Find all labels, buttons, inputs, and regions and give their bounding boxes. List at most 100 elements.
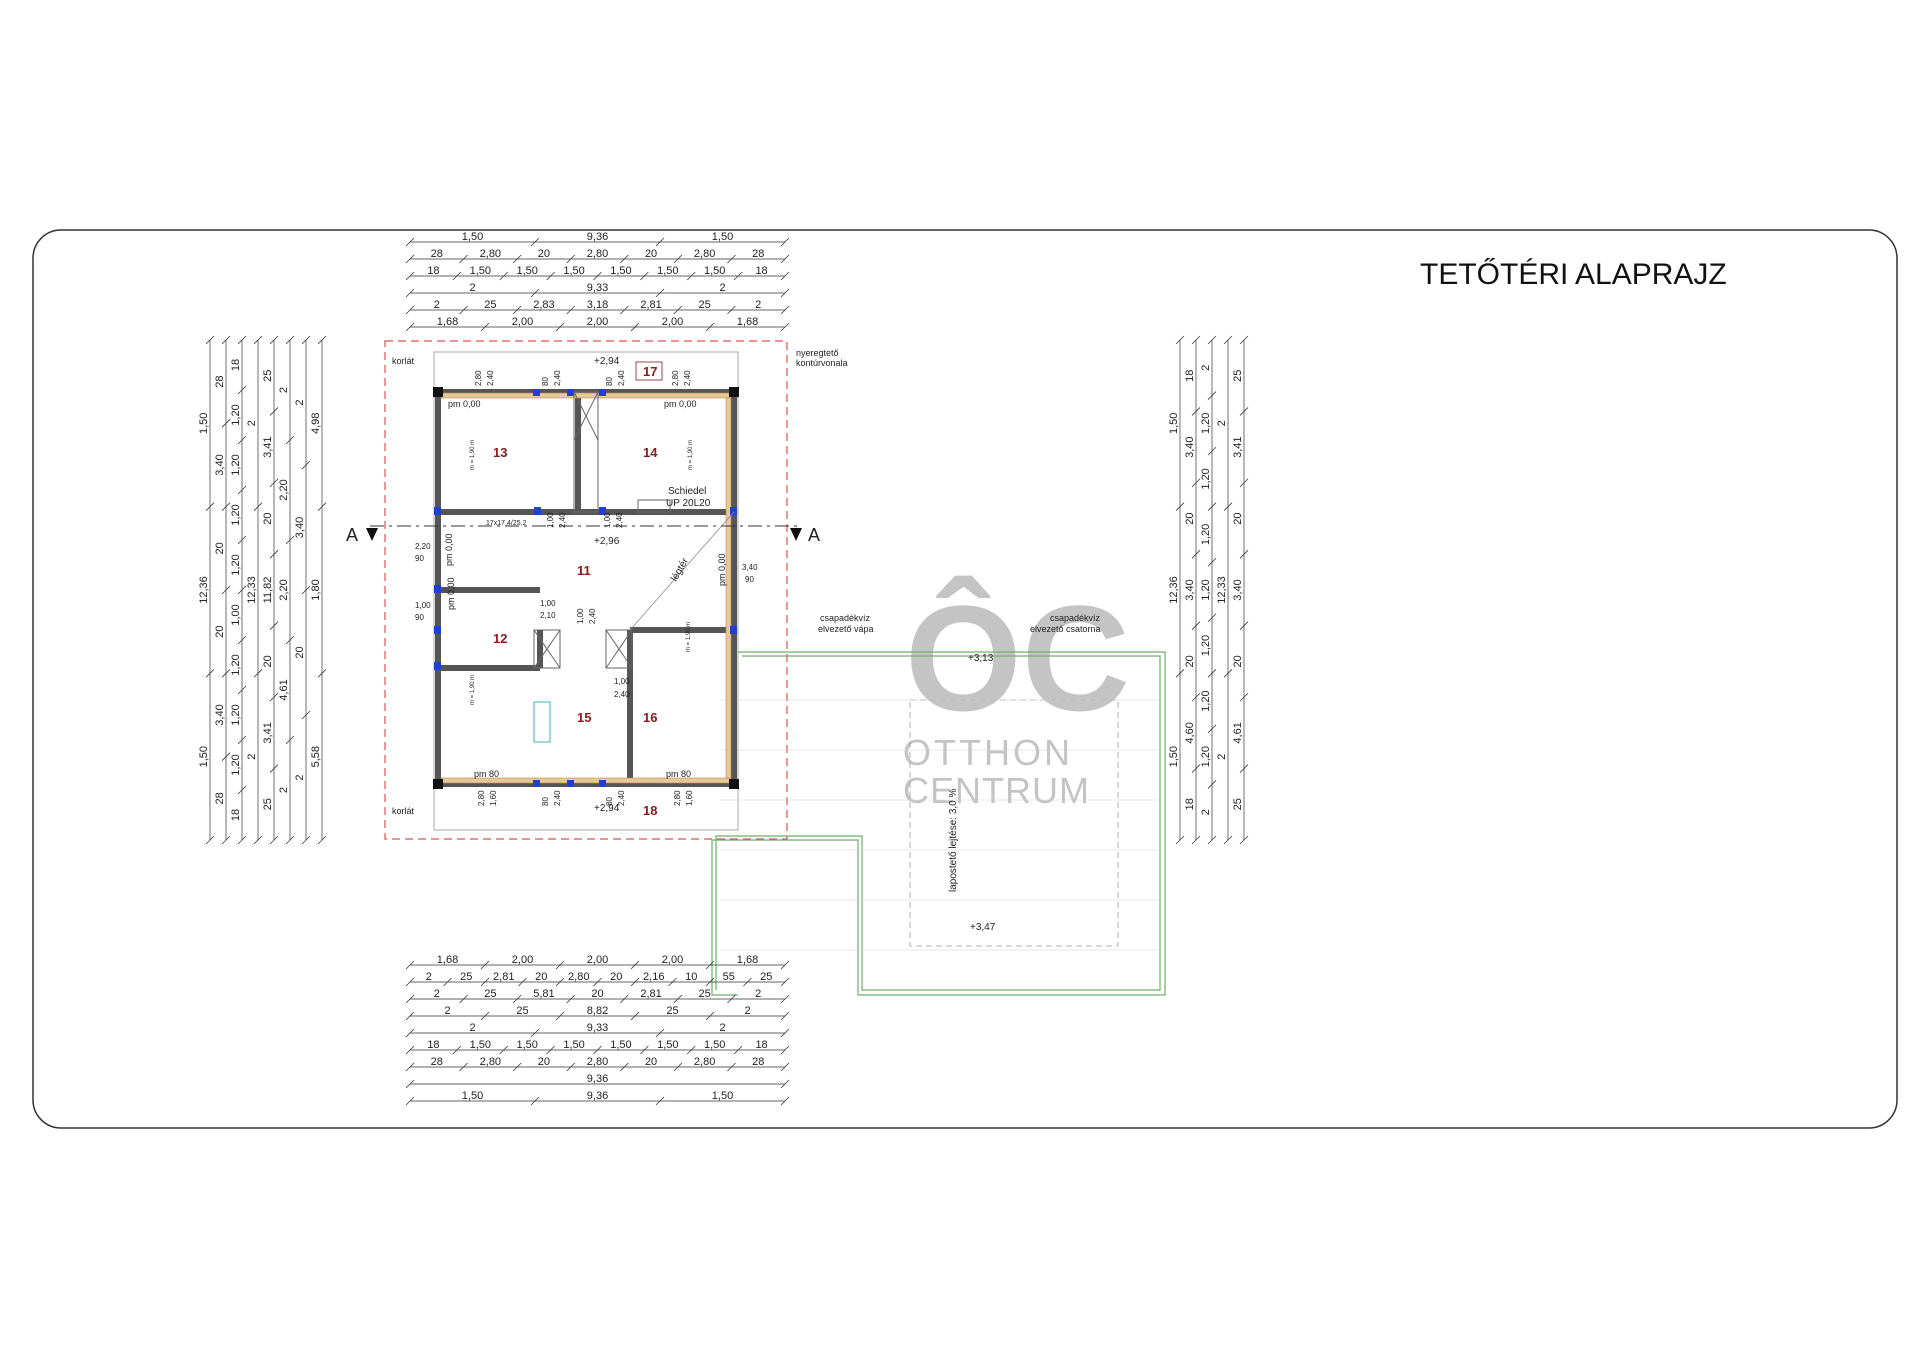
label-gutter-1: csapadékvíz: [1050, 613, 1101, 623]
dim-bottom-value-3-0: 2: [444, 1005, 450, 1017]
dim-top-value-3-2: 2: [719, 282, 725, 294]
pm-label-14: pm 0,00: [664, 399, 697, 409]
headroom-16: m = 1,90 m: [686, 622, 692, 652]
open-w2b: 2,40: [553, 370, 562, 386]
dim-left-value-3-2: 2: [246, 754, 258, 760]
dim-left-value-6-0: 2: [294, 399, 306, 405]
plan-title: TETŐTÉRI ALAPRAJZ: [1420, 258, 1727, 291]
room-15: 15: [577, 710, 591, 725]
dim-left-value-0-2: 1,50: [198, 746, 210, 767]
dim-left-value-5-1: 2,20: [278, 479, 290, 500]
dim-bottom-value-1-3: 20: [535, 971, 547, 983]
headroom-14: m = 1,90 m: [688, 440, 694, 470]
dim-right-value-1-1: 3,40: [1184, 436, 1196, 457]
level-294-bottom: +2,94: [594, 803, 620, 814]
dim-right-value-1-4: 20: [1184, 655, 1196, 667]
dim-left-value-1-2: 20: [214, 542, 226, 554]
open-d5: 1,00: [603, 512, 612, 528]
dim-top-value-5-1: 2,00: [512, 316, 533, 328]
pm-label-void: pm 0,00: [717, 553, 727, 586]
dim-left-value-2-8: 1,20: [230, 754, 242, 775]
dim-left-value-1-5: 28: [214, 792, 226, 804]
dim-right-value-3-1: 12,33: [1216, 576, 1228, 604]
dim-right-value-4-0: 25: [1232, 370, 1244, 382]
dim-top-value-0-1: 9,36: [587, 231, 608, 243]
dim-top-value-3-1: 9,33: [587, 282, 608, 294]
plan-annotations: korlát korlát nyeregtető kontúrvonala Sc…: [392, 348, 1101, 933]
room-13: 13: [493, 445, 507, 460]
dim-left-value-3-1: 12,33: [246, 576, 258, 604]
dim-bottom-value-8-2: 1,50: [712, 1090, 733, 1102]
open-b2: 80: [541, 797, 550, 806]
dim-bottom-value-4-1: 9,33: [587, 1022, 608, 1034]
level-294-top: +2,94: [594, 356, 620, 367]
dim-top-value-5-4: 1,68: [737, 316, 758, 328]
dim-right-value-2-4: 1,20: [1200, 579, 1212, 600]
watermark-line1: OTTHON: [903, 732, 1073, 773]
dim-left-value-7-1: 1,80: [310, 579, 322, 600]
dim-left-value-2-1: 1,20: [230, 404, 242, 425]
open-b1b: 1,60: [489, 790, 498, 806]
dim-right-value-2-6: 1,20: [1200, 690, 1212, 711]
dim-left-value-5-3: 4,61: [278, 679, 290, 700]
open-w3b: 2,40: [617, 370, 626, 386]
label-roof-contour-1: nyeregtető: [796, 348, 839, 358]
dim-left-value-7-2: 5,58: [310, 746, 322, 767]
dim-left-value-4-1: 3,41: [262, 436, 274, 457]
label-flue: 17x17,4/25,2: [486, 520, 527, 527]
dim-bottom-row-7: 9,36: [405, 1073, 790, 1089]
open-d2b: 90: [415, 613, 424, 622]
dim-bottom-value-2-4: 2,81: [640, 988, 661, 1000]
dim-left-value-2-3: 1,20: [230, 504, 242, 525]
dim-left-value-2-9: 18: [230, 809, 242, 821]
dim-bottom-value-2-6: 2: [755, 988, 761, 1000]
void-diagonal: [629, 511, 735, 631]
open-d3: 1,00: [540, 599, 556, 608]
dim-left-value-3-0: 2: [246, 420, 258, 426]
dim-right-value-0-0: 1,50: [1168, 413, 1180, 434]
level-347: +3,47: [970, 922, 996, 933]
dim-right-value-4-4: 20: [1232, 655, 1244, 667]
dim-left-value-4-5: 3,41: [262, 722, 274, 743]
dim-right-value-2-5: 1,20: [1200, 635, 1212, 656]
headroom-13: m = 1,90 m: [470, 440, 476, 470]
dim-right-value-1-6: 18: [1184, 798, 1196, 810]
room-16: 16: [643, 710, 657, 725]
dim-top-value-4-1: 25: [484, 299, 496, 311]
dim-bottom-value-0-0: 1,68: [437, 954, 458, 966]
dim-left-value-0-0: 1,50: [198, 413, 210, 434]
dim-bottom-value-5-3: 1,50: [563, 1039, 584, 1051]
dim-top-value-2-5: 1,50: [657, 265, 678, 277]
dim-bottom-value-4-2: 2: [719, 1022, 725, 1034]
open-d8: 1,00: [614, 677, 630, 686]
dim-left-value-1-1: 3,40: [214, 454, 226, 475]
label-gutter-valley-2: elvezető vápa: [818, 624, 874, 634]
pm-label-12: pm 0,00: [446, 577, 456, 610]
dim-bottom-value-3-3: 25: [666, 1005, 678, 1017]
room-14: 14: [643, 445, 658, 460]
dim-bottom-value-5-7: 18: [755, 1039, 767, 1051]
dim-left-value-5-4: 2: [278, 787, 290, 793]
dim-top-value-2-0: 18: [427, 265, 439, 277]
dim-bottom-value-3-4: 2: [744, 1005, 750, 1017]
dim-bottom-value-1-5: 20: [610, 971, 622, 983]
open-d7: 3,40: [742, 563, 758, 572]
dim-left-value-2-5: 1,00: [230, 604, 242, 625]
dim-left-value-4-6: 25: [262, 798, 274, 810]
dim-bottom-value-0-1: 2,00: [512, 954, 533, 966]
dim-bottom-value-6-5: 2,80: [694, 1056, 715, 1068]
room-12: 12: [493, 631, 507, 646]
dim-left-value-1-0: 28: [214, 376, 226, 388]
open-w4b: 2,40: [683, 370, 692, 386]
dim-left-col-7: 4,981,805,58: [310, 335, 327, 845]
dim-top-value-1-5: 2,80: [694, 248, 715, 260]
